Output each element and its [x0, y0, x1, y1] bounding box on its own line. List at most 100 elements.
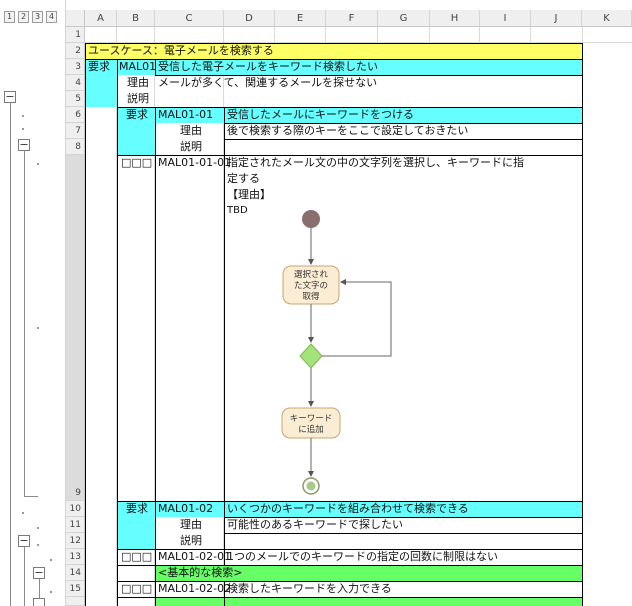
fill-cyan [117, 517, 155, 549]
cell-reason-label[interactable]: 理由 [127, 76, 149, 89]
cell-requirement-text[interactable]: いくつかのキーワードを組み合わせて検索できる [227, 502, 469, 515]
outline-collapse-button[interactable]: − [4, 90, 16, 103]
outline-collapse-button[interactable]: − [18, 138, 30, 151]
column-header-i[interactable]: I [480, 10, 531, 27]
cell-description-label[interactable]: 説明 [180, 140, 202, 153]
cell-checkbox-marks[interactable]: □□□ [121, 582, 153, 595]
outline-level-3-button[interactable]: 3 [32, 11, 43, 23]
outline-collapse-button[interactable]: − [33, 566, 45, 579]
outline-dot [37, 527, 39, 529]
row-header-9[interactable]: 9 [66, 155, 85, 501]
gridline [429, 27, 430, 43]
column-header-e[interactable]: E [275, 10, 326, 27]
column-header-h[interactable]: H [430, 10, 480, 27]
cell-requirement-label[interactable]: 要求 [126, 502, 148, 515]
fill-yellow [85, 43, 582, 59]
cell-detail-text[interactable]: 1つのメールでのキーワードの指定の回数に制限はない [227, 550, 498, 563]
cell-detail-line-2[interactable]: 定する [227, 172, 260, 185]
cell-checkbox-marks[interactable]: □□□ [121, 550, 153, 563]
column-header-d[interactable]: D [224, 10, 275, 27]
cell-requirement-id[interactable]: MAL01-01 [158, 108, 214, 121]
column-header-c[interactable]: C [155, 10, 224, 27]
row-header-12[interactable]: 12 [66, 533, 85, 549]
outline-level-1-button[interactable]: 1 [4, 11, 15, 23]
cell-border [117, 549, 582, 550]
row-header-6[interactable]: 6 [66, 107, 85, 123]
cell-detail-line-3[interactable]: 【理由】 [227, 188, 271, 201]
cell-border [117, 565, 582, 566]
cell-reason-text[interactable]: 後で検索する際のキーをここで設定しておきたい [227, 124, 469, 137]
column-header-k[interactable]: K [582, 10, 632, 27]
cell-border [224, 517, 582, 518]
outline-level-2-button[interactable]: 2 [18, 11, 29, 23]
cell-requirement-id[interactable]: MAL01-02-01 [158, 550, 232, 563]
row-header-5[interactable]: 5 [66, 91, 85, 107]
cell-description-label[interactable]: 説明 [180, 534, 202, 547]
cell-requirement-text[interactable]: 受信した電子メールをキーワード検索したい [158, 60, 378, 73]
cell-border [224, 533, 582, 534]
action-node-label: た文字の [294, 280, 328, 291]
cell-requirement-id[interactable]: MAL01-02 [158, 502, 214, 515]
cell-border [117, 59, 118, 606]
cell-requirement-text[interactable]: 受信したメールにキーワードをつける [227, 108, 414, 121]
outline-collapse-button[interactable]: − [18, 534, 30, 547]
cell-requirement-id[interactable]: MAL01-01-01 [158, 156, 232, 169]
column-header-g[interactable]: G [378, 10, 430, 27]
gridline [325, 27, 326, 43]
cell-checkbox-marks[interactable]: □□□ [121, 156, 153, 169]
fill-cyan [85, 59, 582, 75]
cell-reason-label[interactable]: 理由 [180, 124, 202, 137]
row-header-7[interactable]: 7 [66, 123, 85, 139]
row-header-2[interactable]: 2 [66, 43, 85, 59]
row-header-13[interactable]: 13 [66, 549, 85, 565]
cell-border [155, 75, 582, 76]
cell-usecase-title[interactable]: ユースケース：電子メールを検索する [88, 44, 274, 57]
row-header-1[interactable]: 1 [66, 27, 85, 43]
cell-requirement-id[interactable]: MAL01 [119, 60, 157, 73]
outline-collapse-button[interactable] [33, 598, 45, 606]
cell-requirement-id[interactable]: MAL01-02-02 [158, 582, 232, 595]
row-header-11[interactable]: 11 [66, 517, 85, 533]
column-header-a[interactable]: A [85, 10, 117, 27]
decision-node[interactable] [299, 343, 323, 369]
cell-reason-text[interactable]: 可能性のあるキーワードで探したい [227, 518, 403, 531]
row-header-14[interactable]: 14 [66, 565, 85, 581]
cell-detail-line-4[interactable]: TBD [227, 205, 248, 216]
cell-reason-text[interactable]: メールが多くて、関連するメールを探せない [158, 76, 378, 89]
cell-border [224, 581, 225, 606]
row-header-4[interactable]: 4 [66, 75, 85, 91]
action-node-label: 選択され [294, 269, 329, 280]
cell-section-heading[interactable]: <基本的な検索> [158, 566, 243, 579]
loop-back-arrow [322, 279, 392, 357]
initial-node[interactable] [302, 210, 320, 228]
cell-description-label[interactable]: 説明 [127, 92, 149, 105]
outline-bracket [39, 579, 40, 606]
cell-detail-line-1[interactable]: 指定されたメール文の中の文字列を選択し、キーワードに指 [227, 156, 524, 169]
cell-border [582, 43, 583, 606]
cell-reason-label[interactable]: 理由 [180, 518, 202, 531]
fill-green [155, 565, 582, 581]
cell-requirement-label[interactable]: 要求 [88, 60, 110, 73]
cell-border [224, 107, 225, 565]
gridline [116, 27, 117, 606]
cell-detail-text[interactable]: 検索したキーワードを入力できる [227, 582, 392, 595]
row-header-3[interactable]: 3 [66, 59, 85, 75]
outline-dot [22, 115, 24, 117]
outline-dot [37, 163, 39, 165]
select-all-corner[interactable] [66, 10, 85, 27]
column-header-f[interactable]: F [326, 10, 378, 27]
cell-border [117, 107, 582, 108]
activity-diagram[interactable]: 選択され た文字の 取得 キーワード に追加 [226, 200, 426, 500]
cell-requirement-label[interactable]: 要求 [126, 108, 148, 121]
cell-border [155, 59, 156, 75]
outline-dot [22, 128, 24, 130]
outline-bracket [10, 103, 11, 606]
outline-bracket [24, 547, 25, 606]
row-header-16[interactable] [66, 597, 85, 606]
row-header-8[interactable]: 8 [66, 139, 85, 155]
column-header-b[interactable]: B [117, 10, 155, 27]
row-header-10[interactable]: 10 [66, 501, 85, 517]
outline-level-4-button[interactable]: 4 [46, 11, 57, 23]
row-header-15[interactable]: 15 [66, 581, 85, 597]
column-header-j[interactable]: J [531, 10, 582, 27]
